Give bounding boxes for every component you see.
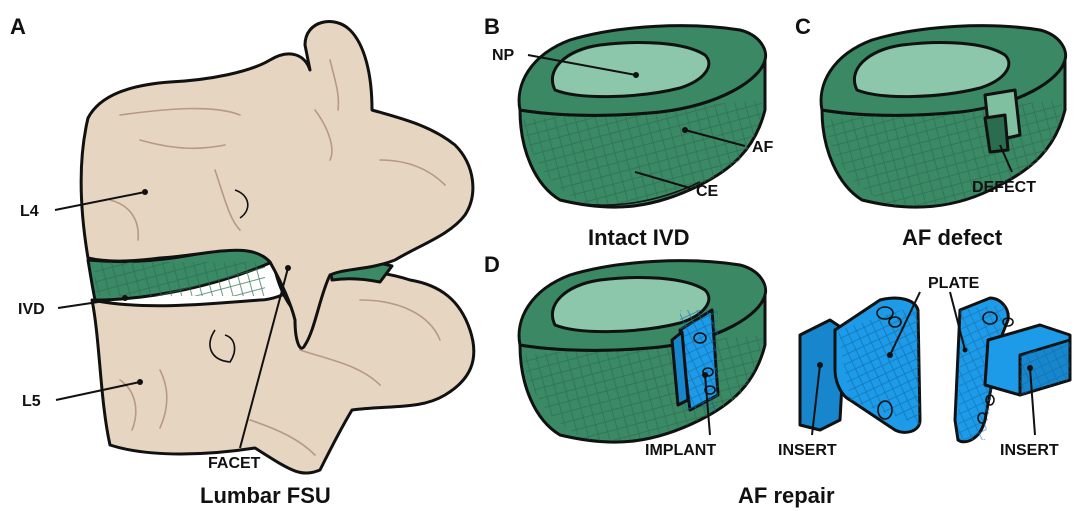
plate-label: PLATE — [928, 275, 980, 292]
panel-b-letter: B — [484, 14, 500, 39]
l5-vertebra — [92, 272, 474, 473]
panel-d-caption: AF repair — [738, 483, 835, 508]
panel-c: C DEFECT AF defect — [795, 14, 1066, 250]
implant-label: IMPLANT — [645, 442, 716, 459]
panel-d: D IMPLANT — [484, 252, 1070, 508]
ivd-label: IVD — [18, 301, 45, 318]
af-label: AF — [752, 139, 774, 156]
insert-left-label: INSERT — [778, 442, 837, 459]
np-label: NP — [492, 47, 515, 64]
panel-a-letter: A — [10, 14, 26, 39]
panel-c-letter: C — [795, 14, 811, 39]
panel-d-letter: D — [484, 252, 500, 277]
defect-label: DEFECT — [972, 179, 1036, 196]
panel-a-caption: Lumbar FSU — [200, 483, 331, 508]
facet-label: FACET — [208, 455, 261, 472]
l4-label: L4 — [20, 203, 39, 220]
repaired-disc — [519, 261, 766, 442]
ce-label: CE — [696, 183, 719, 200]
implant-side-view — [955, 298, 1070, 442]
insert-right-label: INSERT — [1000, 442, 1059, 459]
l5-label: L5 — [22, 393, 41, 410]
panel-b: B NP AF CE Intact IVD — [484, 14, 774, 250]
panel-c-caption: AF defect — [902, 225, 1003, 250]
panel-b-caption: Intact IVD — [588, 225, 689, 250]
panel-a: A — [10, 14, 474, 508]
intact-ivd — [519, 26, 766, 207]
